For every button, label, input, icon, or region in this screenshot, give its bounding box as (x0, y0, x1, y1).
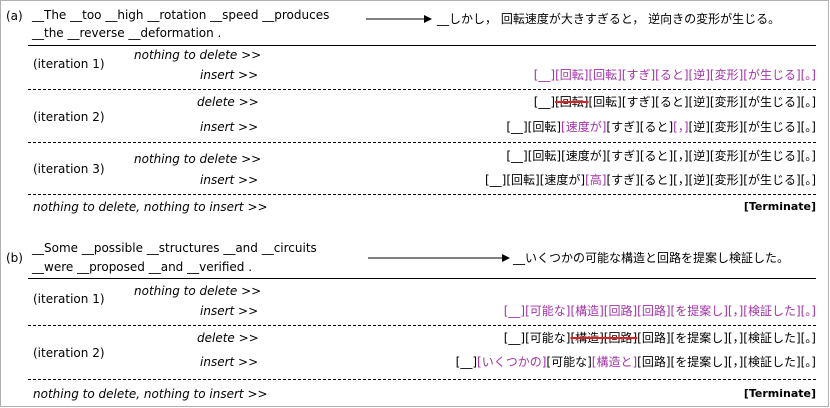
a-iter2-insert-seq: [__][回転][速度が][すぎ][ると][，][逆][変形][が生じる][。] (506, 119, 816, 135)
panel-b-source-line2: __were __proposed __and __verified . (32, 260, 253, 274)
b-final-step: nothing to delete, nothing to insert >> (33, 387, 268, 401)
a-iter3-ins-p1: [__][回転][速度が] (484, 173, 586, 187)
a-final-step: nothing to delete, nothing to insert >> (33, 200, 268, 214)
panel-a-source-line2: __the __reverse __deformation . (32, 26, 222, 40)
a-iter2-insert-op: insert >> (200, 120, 259, 134)
a-iter3-ins-p2: [すぎ][ると][，][逆][変形][が生じる][。] (606, 173, 816, 187)
a-iter2-delete-op: delete >> (197, 95, 259, 109)
panel-a-arrow (366, 15, 432, 23)
a-iter2-del-struck: [回転] (555, 95, 589, 109)
b-iter2-del-pre: [__][可能な] (503, 331, 571, 345)
a-iter2-ins-p3: [逆][変形][が生じる][。] (688, 120, 816, 134)
a-iter3-delete-seq: [__][回転][速度が][すぎ][ると][，][逆][変形][が生じる][。] (506, 149, 816, 163)
panel-b-target: __いくつかの可能な構造と回路を提案し検証した。 (513, 251, 790, 265)
panel-b-top-rule (28, 278, 816, 279)
a-iter2-ins-h1: [速度が] (561, 120, 607, 134)
b-iter-sep-2 (28, 379, 816, 380)
a-iter-sep-2 (28, 142, 816, 143)
a-iter2-del-pre: [__] (533, 95, 556, 109)
a-iter3-insert-seq: [__][回転][速度が][高][すぎ][ると][，][逆][変形][が生じる]… (485, 172, 816, 188)
a-iter2-ins-p2: [すぎ][ると] (606, 120, 674, 134)
b-iter2-ins-p3: [回路][を提案し][，][検証した][。] (637, 355, 816, 369)
a-iter1-delete-op: nothing to delete >> (134, 48, 262, 62)
a-terminate: [Terminate] (743, 200, 816, 213)
a-iter2-del-post: [回転][すぎ][ると][逆][変形][が生じる][。] (588, 95, 816, 109)
b-iter2-ins-h1: [いくつかの] (477, 355, 547, 369)
a-iter1-insert-seq: [__][回転][回転][すぎ][ると][逆][変形][が生じる][。] (533, 68, 816, 82)
a-iter2-ins-h2: [，] (673, 120, 689, 134)
a-iter3-insert-op: insert >> (200, 173, 259, 187)
a-iter1-insert-op: insert >> (200, 68, 259, 82)
a-iter3-ins-h1: [高] (585, 173, 607, 187)
a-iter2-ins-p1: [__][回転] (506, 120, 562, 134)
b-iter1-label: (iteration 1) (33, 292, 105, 306)
b-iter2-delete-seq: [__][可能な][構造][回路][回路][を提案し][，][検証した][。] (504, 330, 816, 346)
a-iter2-delete-seq: [__][回転][回転][すぎ][ると][逆][変形][が生じる][。] (534, 94, 816, 110)
b-iter1-insert-op: insert >> (200, 304, 259, 318)
panel-a-target: __しかし， 回転速度が大きすぎると， 逆向きの変形が生じる。 (437, 12, 781, 26)
panel-a-source-line1: __The __too __high __rotation __speed __… (32, 8, 330, 22)
panel-a-top-rule (28, 45, 816, 46)
b-iter2-label: (iteration 2) (33, 346, 105, 360)
b-iter1-delete-op: nothing to delete >> (134, 284, 262, 298)
b-iter2-ins-h2: [構造と] (591, 355, 638, 369)
b-iter2-insert-op: insert >> (200, 355, 259, 369)
b-iter2-delete-op: delete >> (197, 331, 259, 345)
b-terminate: [Terminate] (743, 387, 816, 400)
b-iter2-insert-seq: [__][いくつかの][可能な][構造と][回路][を提案し][，][検証した]… (456, 354, 816, 370)
a-iter3-label: (iteration 3) (33, 162, 105, 176)
a-iter1-label: (iteration 1) (33, 57, 105, 71)
b-iter-sep-1 (28, 325, 816, 326)
a-iter3-delete-op: nothing to delete >> (134, 152, 262, 166)
panel-b-arrow (368, 254, 510, 262)
b-iter2-del-post: [回路][を提案し][，][検証した][。] (637, 331, 816, 345)
a-iter-sep-1 (28, 89, 816, 90)
a-iter-sep-3 (28, 194, 816, 195)
a-iter2-label: (iteration 2) (33, 110, 105, 124)
b-iter1-insert-seq: [__][可能な][構造][回路][回路][を提案し][，][検証した][。] (503, 304, 816, 318)
b-iter2-ins-p1: [__] (455, 355, 478, 369)
panel-a-tag: (a) (6, 9, 23, 23)
b-iter2-ins-p2: [可能な] (546, 355, 592, 369)
panel-b-tag: (b) (6, 251, 23, 265)
b-iter2-del-struck: [構造][回路] (570, 331, 638, 345)
panel-b-source-line1: __Some __possible __structures __and __c… (32, 241, 317, 255)
